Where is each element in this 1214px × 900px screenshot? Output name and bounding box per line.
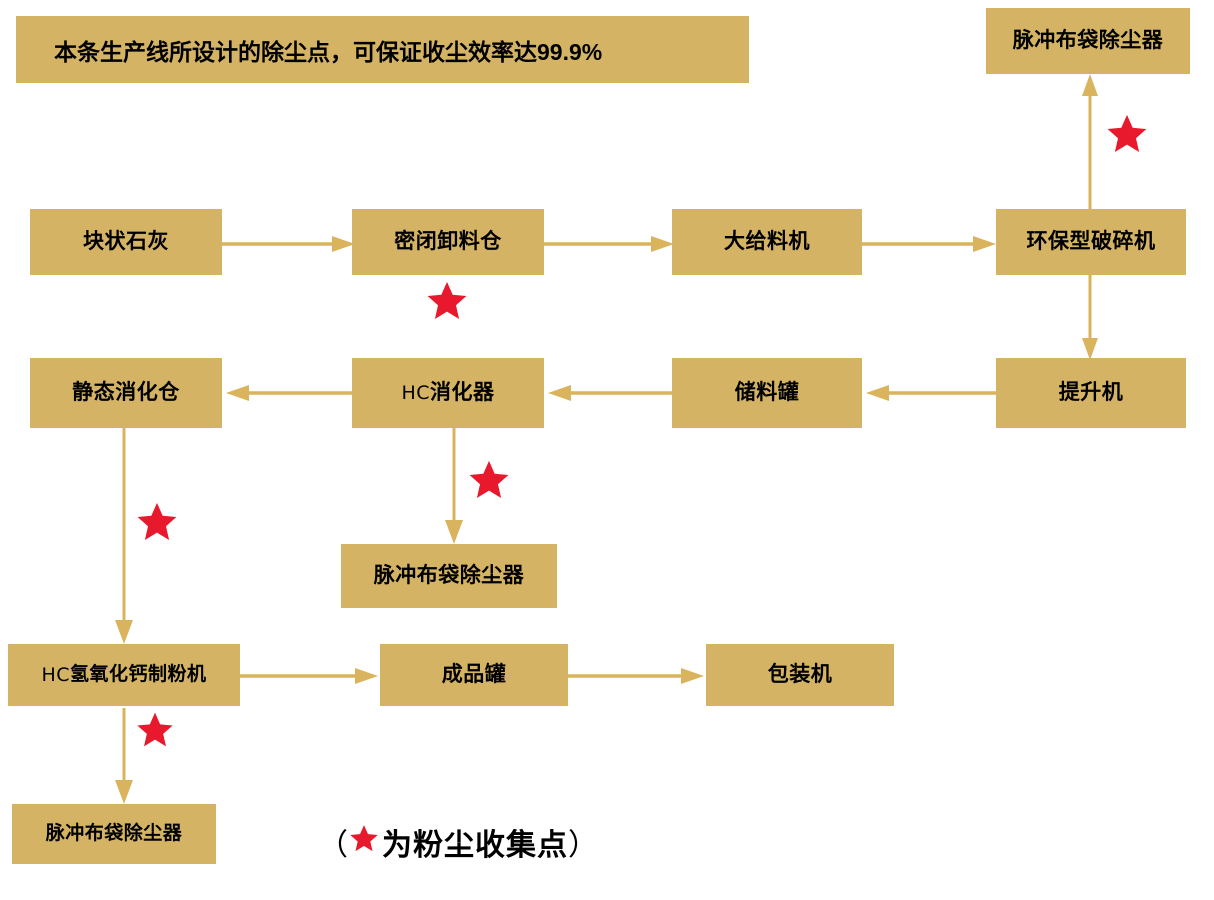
arrow-producttank-to-packaging <box>568 666 706 686</box>
arrow-lime-to-unloadbin <box>222 234 357 254</box>
header-banner: 本条生产线所设计的除尘点，可保证收尘效率达99.9% <box>16 16 749 83</box>
legend-text: 为粉尘收集点 <box>382 829 568 862</box>
node-static-digestion-bin[interactable]: 静态消化仓 <box>30 358 222 428</box>
node-label: 氢氧化钙制粉机 <box>70 663 207 685</box>
node-label: 块状石灰 <box>83 230 169 254</box>
node-top-dust-collector[interactable]: 脉冲布袋除尘器 <box>986 8 1190 74</box>
arrow-crusher-to-elevator <box>1080 274 1100 360</box>
node-eco-crusher[interactable]: 环保型破碎机 <box>996 209 1186 275</box>
node-label: 静态消化仓 <box>72 381 180 405</box>
arrow-powdermill-to-producttank <box>240 666 380 686</box>
arrow-storagetank-to-hcdigester <box>544 383 676 403</box>
node-product-tank[interactable]: 成品罐 <box>380 644 568 706</box>
node-label: 脉冲布袋除尘器 <box>45 822 183 844</box>
arrow-hcdigester-to-staticbin <box>222 383 354 403</box>
node-label: 密闭卸料仓 <box>394 230 502 254</box>
header-banner-text: 本条生产线所设计的除尘点，可保证收尘效率达99.9% <box>54 38 603 65</box>
node-lump-lime[interactable]: 块状石灰 <box>30 209 222 275</box>
node-label: 成品罐 <box>441 663 507 687</box>
arrow-staticbin-to-powdermill <box>114 428 134 644</box>
legend-star-icon <box>348 823 380 862</box>
legend: （ 为粉尘收集点 ） <box>318 820 598 864</box>
node-label: 脉冲布袋除尘器 <box>373 564 525 588</box>
star-icon-unloading-bin <box>424 279 470 323</box>
arrow-powdermill-to-bottomcollector <box>114 708 134 804</box>
node-label: 环保型破碎机 <box>1026 230 1156 254</box>
arrow-elevator-to-storagetank <box>862 383 998 403</box>
arrow-crusher-to-topcollector <box>1080 74 1100 212</box>
node-label: 大给料机 <box>724 230 810 254</box>
star-icon-crusher <box>1104 112 1150 156</box>
node-sealed-unloading-bin[interactable]: 密闭卸料仓 <box>352 209 544 275</box>
legend-close-paren: ） <box>568 829 598 862</box>
node-label: 储料罐 <box>734 381 800 405</box>
arrow-hcdigester-to-midcollector <box>444 428 464 544</box>
arrow-feeder-to-crusher <box>862 234 998 254</box>
node-label: 提升机 <box>1058 381 1124 405</box>
star-icon-static-bin <box>134 500 180 544</box>
node-mid-dust-collector[interactable]: 脉冲布袋除尘器 <box>341 544 557 608</box>
node-large-feeder[interactable]: 大给料机 <box>672 209 862 275</box>
arrow-unloadbin-to-feeder <box>544 234 676 254</box>
node-packaging-machine[interactable]: 包装机 <box>706 644 894 706</box>
node-storage-tank[interactable]: 储料罐 <box>672 358 862 428</box>
node-label: 消化器 <box>430 381 495 405</box>
star-icon-powder-mill <box>134 710 176 750</box>
node-label-prefix: HC <box>401 381 431 404</box>
node-bottom-dust-collector[interactable]: 脉冲布袋除尘器 <box>12 804 216 864</box>
legend-open-paren: （ <box>318 829 348 862</box>
star-icon-hc-digester <box>466 458 512 502</box>
node-label: 脉冲布袋除尘器 <box>1012 29 1164 53</box>
node-label: 包装机 <box>767 663 833 687</box>
node-elevator[interactable]: 提升机 <box>996 358 1186 428</box>
node-label-prefix: HC <box>41 663 71 686</box>
